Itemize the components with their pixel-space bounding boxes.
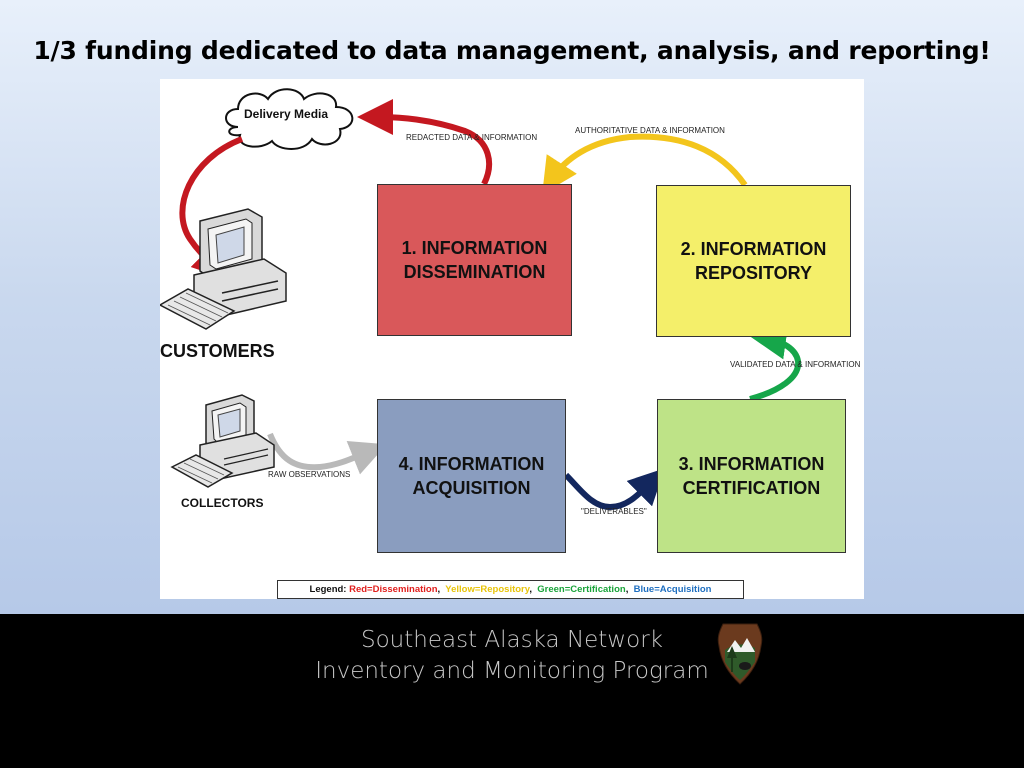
legend-sep: , [437, 584, 441, 595]
legend-red: Red=Dissemination [349, 584, 438, 595]
yellow-arrow-authoritative [542, 133, 748, 195]
delivery-media-label: Delivery Media [244, 107, 329, 121]
box-information-dissemination: 1. INFORMATION DISSEMINATION [377, 184, 572, 336]
box-label-acquisition: 4. INFORMATION ACQUISITION [398, 454, 545, 498]
legend-prefix: Legend: [309, 584, 347, 595]
gray-arrow-raw [267, 432, 387, 475]
footer-network-name: Southeast Alaska Network [361, 627, 663, 653]
box-label-certification: 3. INFORMATION CERTIFICATION [678, 454, 825, 498]
footer-program-name: Inventory and Monitoring Program [315, 658, 709, 684]
label-collectors: COLLECTORS [181, 496, 264, 510]
box-information-acquisition: 4. INFORMATION ACQUISITION [377, 399, 566, 553]
box-label-dissemination: 1. INFORMATION DISSEMINATION [401, 238, 548, 282]
navy-arrow-deliverables [563, 468, 665, 511]
delivery-media-cloud [225, 88, 354, 150]
label-raw-observations: RAW OBSERVATIONS [268, 470, 351, 479]
footer: Southeast Alaska Network Inventory and M… [0, 614, 1024, 768]
slide-title: 1/3 funding dedicated to data management… [33, 36, 991, 65]
diagram-graphics [160, 88, 802, 511]
workflow-diagram: Delivery Media 1. INFORMATION DISSEMINAT… [160, 79, 864, 599]
legend-blue: Blue=Acquisition [633, 584, 712, 595]
label-redacted: REDACTED DATA & INFORMATION [406, 133, 538, 142]
customer-computer-icon [160, 208, 287, 330]
legend-yellow: Yellow=Repository [445, 584, 530, 595]
box-label-repository: 2. INFORMATION REPOSITORY [680, 239, 827, 283]
box-information-certification: 3. INFORMATION CERTIFICATION [657, 399, 846, 553]
collector-computer-icon [170, 394, 275, 488]
label-customers: CUSTOMERS [160, 341, 275, 361]
box-information-repository: 2. INFORMATION REPOSITORY [656, 185, 851, 337]
nps-arrowhead-logo-icon [717, 623, 763, 685]
green-arrow-validated [749, 323, 802, 402]
legend-sep: , [625, 584, 629, 595]
red-arrow-redacted [357, 99, 493, 186]
label-validated: VALIDATED DATA & INFORMATION [730, 360, 861, 369]
legend-sep: , [529, 584, 532, 595]
label-deliverables: "DELIVERABLES" [581, 507, 647, 516]
label-authoritative: AUTHORITATIVE DATA & INFORMATION [575, 126, 725, 135]
legend-green: Green=Certification [537, 584, 626, 595]
legend: Legend: Red=Dissemination, Yellow=Reposi… [277, 580, 744, 599]
